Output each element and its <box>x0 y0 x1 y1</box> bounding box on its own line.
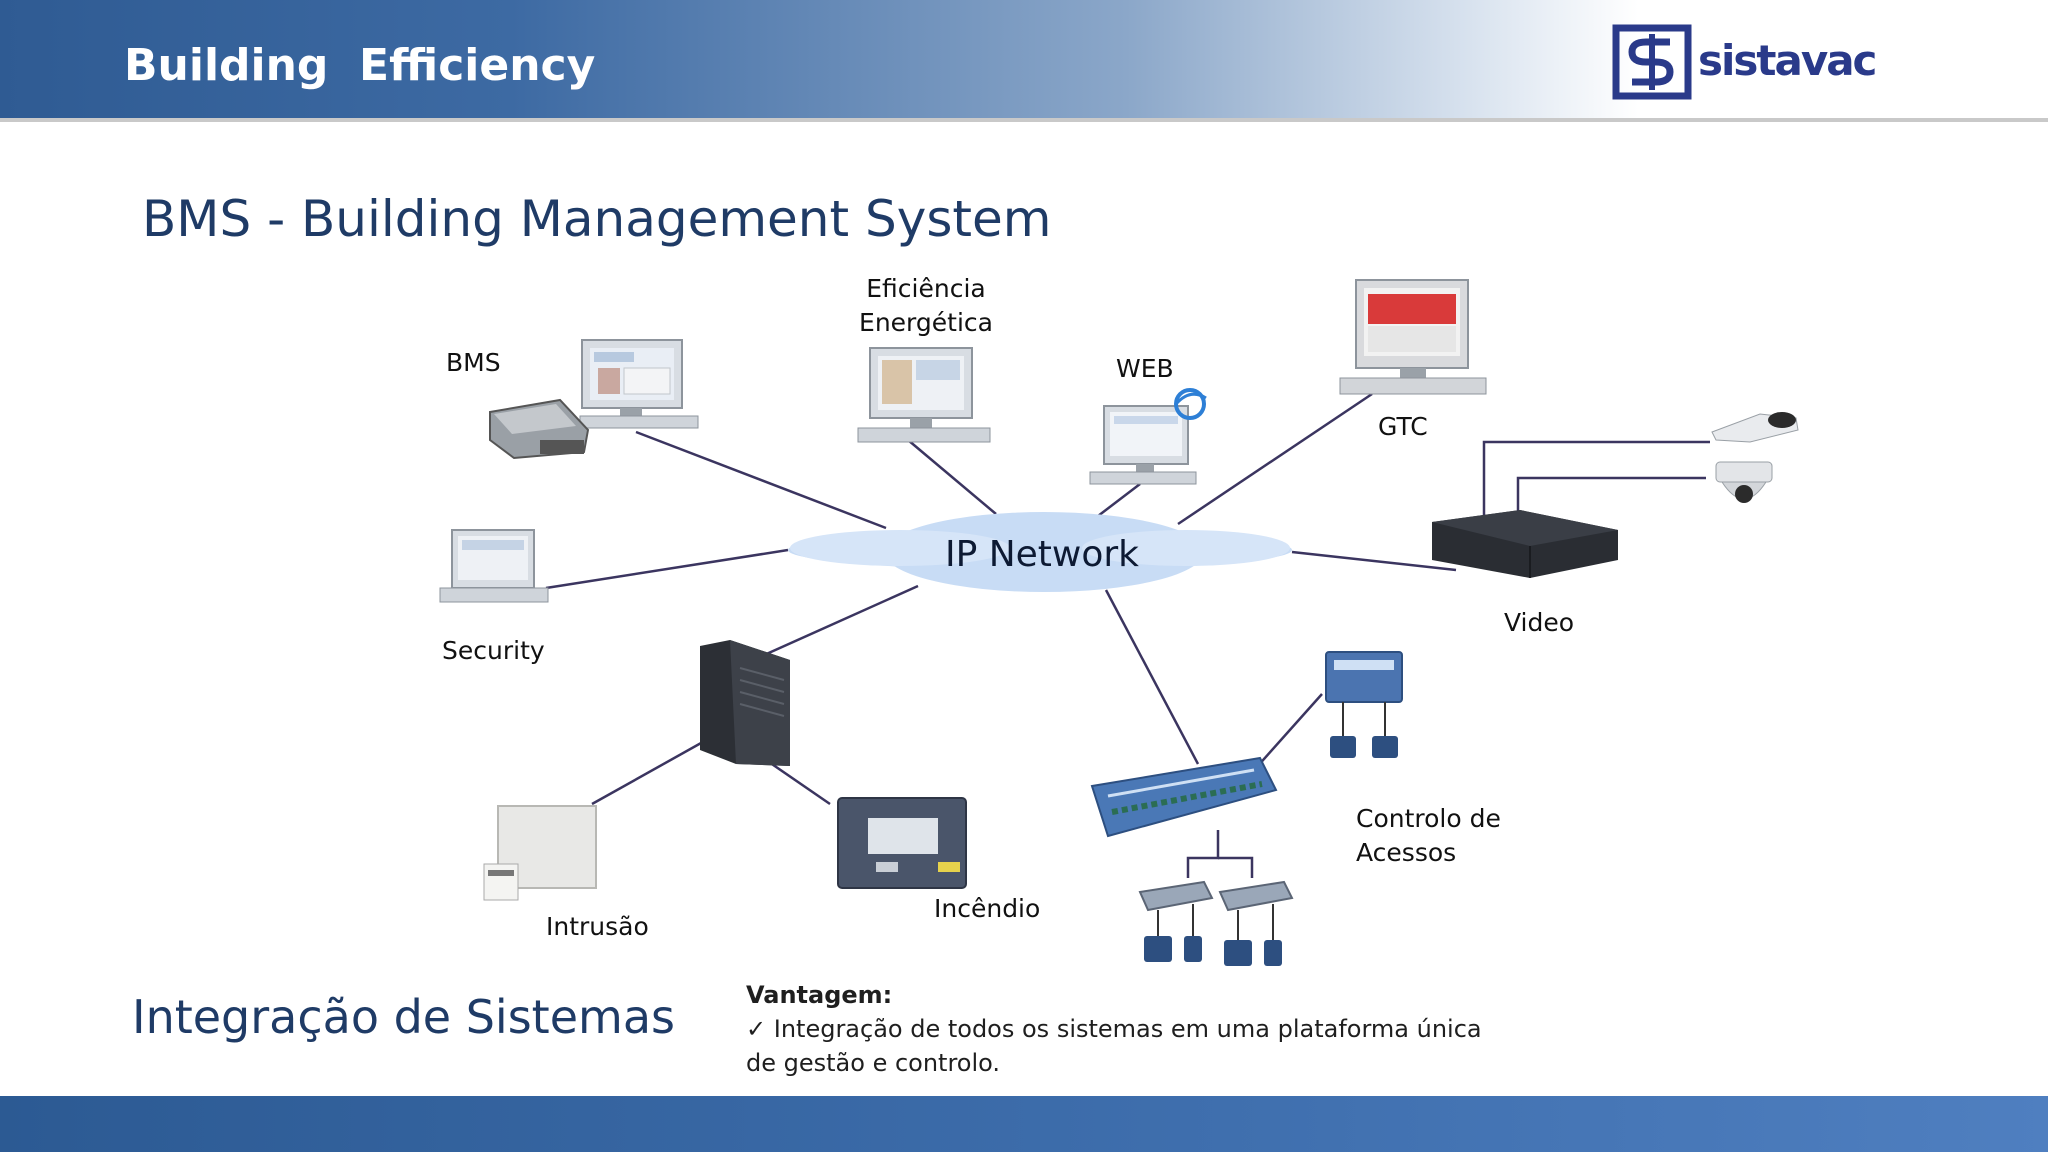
label-web: WEB <box>1116 354 1174 383</box>
slide-subtitle: Integração de Sistemas <box>132 990 675 1044</box>
door-controller-a-icon <box>1138 880 1214 962</box>
gtc-workstation-icon <box>1339 279 1487 395</box>
slide-title: BMS - Building Management System <box>142 190 1052 248</box>
link-server <box>761 584 919 658</box>
link-access <box>1104 589 1200 765</box>
bullet-camera-icon <box>1711 412 1799 443</box>
label-efficiency: Eficiência Energética <box>846 272 1006 340</box>
advantage-heading: Vantagem: <box>746 981 893 1009</box>
efficiency-workstation-icon <box>857 347 991 443</box>
link-security <box>545 548 789 590</box>
advantage-line2: de gestão e controlo. <box>746 1049 1001 1077</box>
link-controller-a <box>1186 830 1220 878</box>
access-controller-icon <box>1090 756 1278 838</box>
link-bms <box>635 430 887 530</box>
link-gtc <box>1177 392 1373 526</box>
label-access: Controlo de Acessos <box>1356 802 1501 870</box>
header-bar: Building Efficiency sistavac <box>0 0 2048 122</box>
ip-network-cloud: IP Network <box>788 512 1292 592</box>
security-workstation-icon <box>439 529 549 603</box>
web-workstation-icon <box>1089 388 1207 485</box>
label-intrusion: Intrusão <box>546 912 649 941</box>
link-controller-b <box>1218 856 1254 878</box>
link-camera-2 <box>1516 476 1706 512</box>
label-security: Security <box>442 636 545 665</box>
door-controller-b-icon <box>1218 880 1294 966</box>
link-efficiency <box>907 439 997 515</box>
intrusion-panel-icon <box>483 805 597 901</box>
server-tower-icon <box>700 640 790 766</box>
link-camera-1 <box>1482 440 1710 520</box>
sistavac-logo: sistavac <box>1612 24 1882 100</box>
fire-panel-icon <box>837 797 967 889</box>
label-access-line2: Acessos <box>1356 838 1457 867</box>
link-fire <box>765 758 831 806</box>
advantage-block: Vantagem: ✓ Integração de todos os siste… <box>746 978 1506 1080</box>
access-reader-icon <box>1325 651 1403 758</box>
brand-name: sistavac <box>1698 36 1877 85</box>
link-video <box>1291 550 1457 572</box>
header-title: Building Efficiency <box>124 40 596 91</box>
label-fire: Incêndio <box>934 894 1041 923</box>
ip-network-label: IP Network <box>945 534 1139 575</box>
dome-camera-icon <box>1715 461 1773 503</box>
video-recorder-icon <box>1432 510 1618 578</box>
link-web <box>1097 483 1141 517</box>
bms-workstation-icon <box>489 339 699 460</box>
label-efficiency-line1: Eficiência <box>866 274 986 303</box>
connector-lines <box>545 392 1710 878</box>
label-video: Video <box>1504 608 1575 637</box>
footer-bar <box>0 1096 2048 1152</box>
link-access-reader <box>1255 693 1323 769</box>
label-efficiency-line2: Energética <box>859 308 993 337</box>
advantage-line1: ✓ Integração de todos os sistemas em uma… <box>746 1015 1482 1043</box>
label-bms: BMS <box>446 348 501 377</box>
sistavac-emblem-icon <box>1612 24 1692 100</box>
label-gtc: GTC <box>1378 412 1428 441</box>
label-access-line1: Controlo de <box>1356 804 1501 833</box>
link-intrusion <box>591 736 711 806</box>
